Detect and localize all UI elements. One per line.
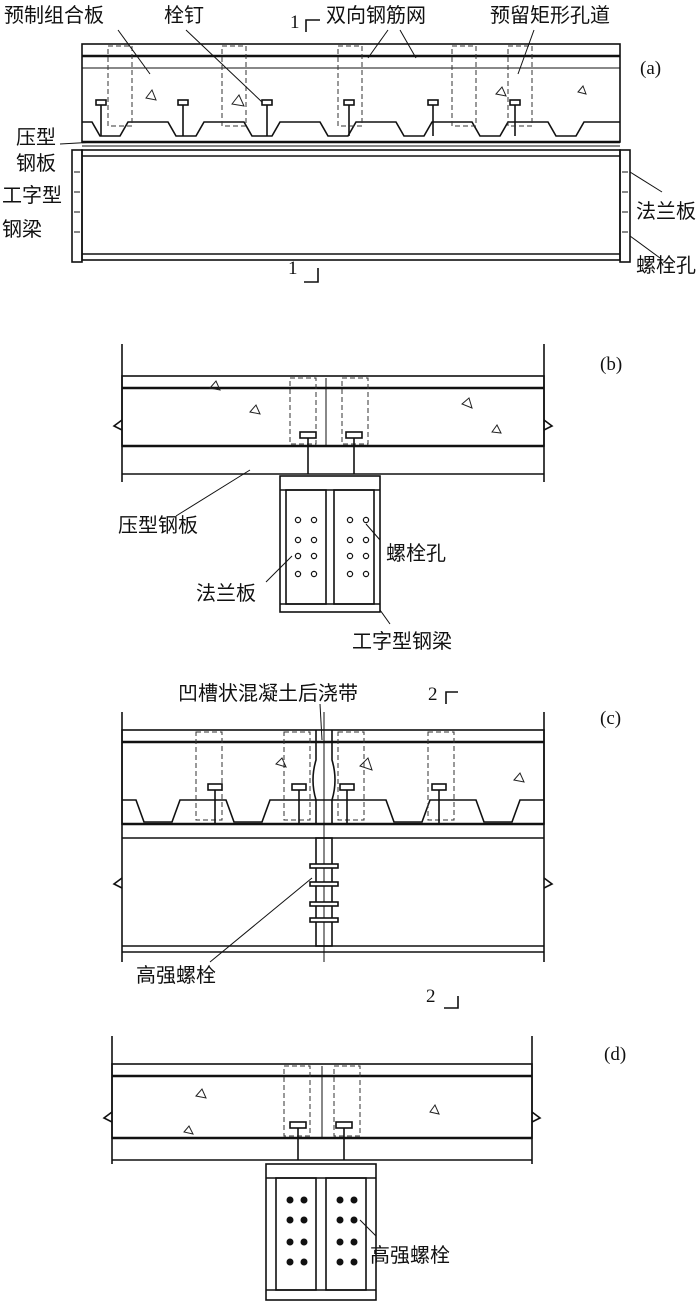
bolt-holes-b	[294, 516, 370, 578]
slab-b	[121, 375, 545, 447]
break-left-d	[102, 1111, 113, 1123]
label-reserved-hole: 预留矩形孔道	[490, 3, 610, 27]
flange-plates-a	[71, 149, 631, 263]
label-hs-bolt-d: 高强螺栓	[370, 1243, 450, 1267]
panel-d: (d) 高强螺栓	[102, 1036, 626, 1301]
label-bolt-hole-a: 螺栓孔	[636, 253, 696, 277]
label-flange-a: 法兰板	[636, 199, 696, 223]
studs-c	[207, 783, 447, 824]
label-deck-2: 钢板	[16, 151, 56, 175]
break-left-b	[112, 419, 123, 431]
hole-c-3	[337, 731, 365, 821]
tag-a: (a)	[640, 58, 661, 79]
precast-slab-outline	[81, 43, 621, 143]
label-deck-b: 压型钢板	[118, 513, 198, 537]
panel-b: (b) 压型钢板 螺栓孔 法兰板 工字型钢梁	[112, 344, 622, 653]
leader-d	[359, 1219, 377, 1237]
deck-profile-a	[82, 121, 620, 137]
hole-c-4	[427, 731, 455, 821]
hs-bolts-d	[286, 1196, 358, 1266]
hole-c-1	[195, 731, 223, 821]
svg-text:1: 1	[290, 12, 300, 33]
svg-text:2: 2	[426, 986, 436, 1007]
svg-text:2: 2	[428, 684, 438, 705]
grout-band-c	[312, 730, 336, 824]
label-bolt-hole-b: 螺栓孔	[386, 541, 446, 565]
stud-b-2	[345, 431, 363, 439]
label-hs-bolt-c: 高强螺栓	[136, 963, 216, 987]
section-mark-2: 2 2	[426, 684, 459, 1009]
hole-d-1	[283, 1065, 311, 1137]
break-right-c	[543, 877, 554, 889]
flange-plate-b-2	[333, 489, 375, 605]
concrete-speckle-a	[145, 85, 587, 107]
section-mark-1: 1 1	[288, 12, 320, 283]
leaders-c	[209, 703, 323, 963]
leaders-b	[175, 469, 391, 625]
stud-b-1	[299, 431, 317, 439]
concrete-speckle-c	[275, 757, 525, 783]
label-stud: 栓钉	[164, 3, 204, 27]
stud-d-1	[289, 1121, 307, 1129]
panel-c: 2 2 (c) 凹槽状混凝土后浇带 高强螺栓	[112, 681, 621, 1009]
ibeam-d	[265, 1163, 377, 1301]
deck-profile-c	[122, 799, 544, 823]
hole-d-2	[333, 1065, 361, 1137]
ibeam-a	[81, 149, 621, 261]
break-right-b	[543, 419, 554, 431]
hole-c-2	[283, 731, 311, 821]
tag-c: (c)	[600, 708, 621, 729]
flange-plate-d-2	[325, 1177, 367, 1291]
break-right-d	[531, 1111, 542, 1123]
studs-a	[95, 99, 521, 136]
hole-b-2	[341, 377, 369, 445]
ibeam-b	[279, 475, 381, 613]
reserved-holes-a	[107, 45, 533, 127]
label-deck-1: 压型	[16, 125, 56, 149]
label-ibeam-2: 钢梁	[2, 217, 42, 241]
label-ibeam-b: 工字型钢梁	[352, 629, 452, 653]
flange-plate-b-1	[285, 489, 327, 605]
label-ibeam-1: 工字型	[2, 183, 62, 207]
label-precast-slab: 预制组合板	[4, 3, 104, 27]
break-left-c	[112, 877, 123, 889]
label-flange-b: 法兰板	[196, 581, 256, 605]
panel-a: 1 1 预制组合板 栓钉 双向钢筋网 预留矩形孔道 (a) 压型 钢板 工字型 …	[2, 3, 696, 283]
concrete-speckle-d	[183, 1088, 440, 1135]
concrete-speckle-b	[209, 380, 502, 434]
hole-b-1	[289, 377, 317, 445]
leaders-a	[59, 29, 663, 259]
slab-c	[121, 729, 545, 825]
hs-bolts-c	[309, 837, 339, 947]
tag-b: (b)	[600, 354, 622, 375]
label-grout-band-c: 凹槽状混凝土后浇带	[178, 681, 358, 705]
svg-text:1: 1	[288, 258, 298, 279]
label-rebar-mesh: 双向钢筋网	[326, 3, 426, 27]
flange-plate-d-1	[275, 1177, 317, 1291]
stud-d-2	[335, 1121, 353, 1129]
tag-d: (d)	[604, 1044, 626, 1065]
